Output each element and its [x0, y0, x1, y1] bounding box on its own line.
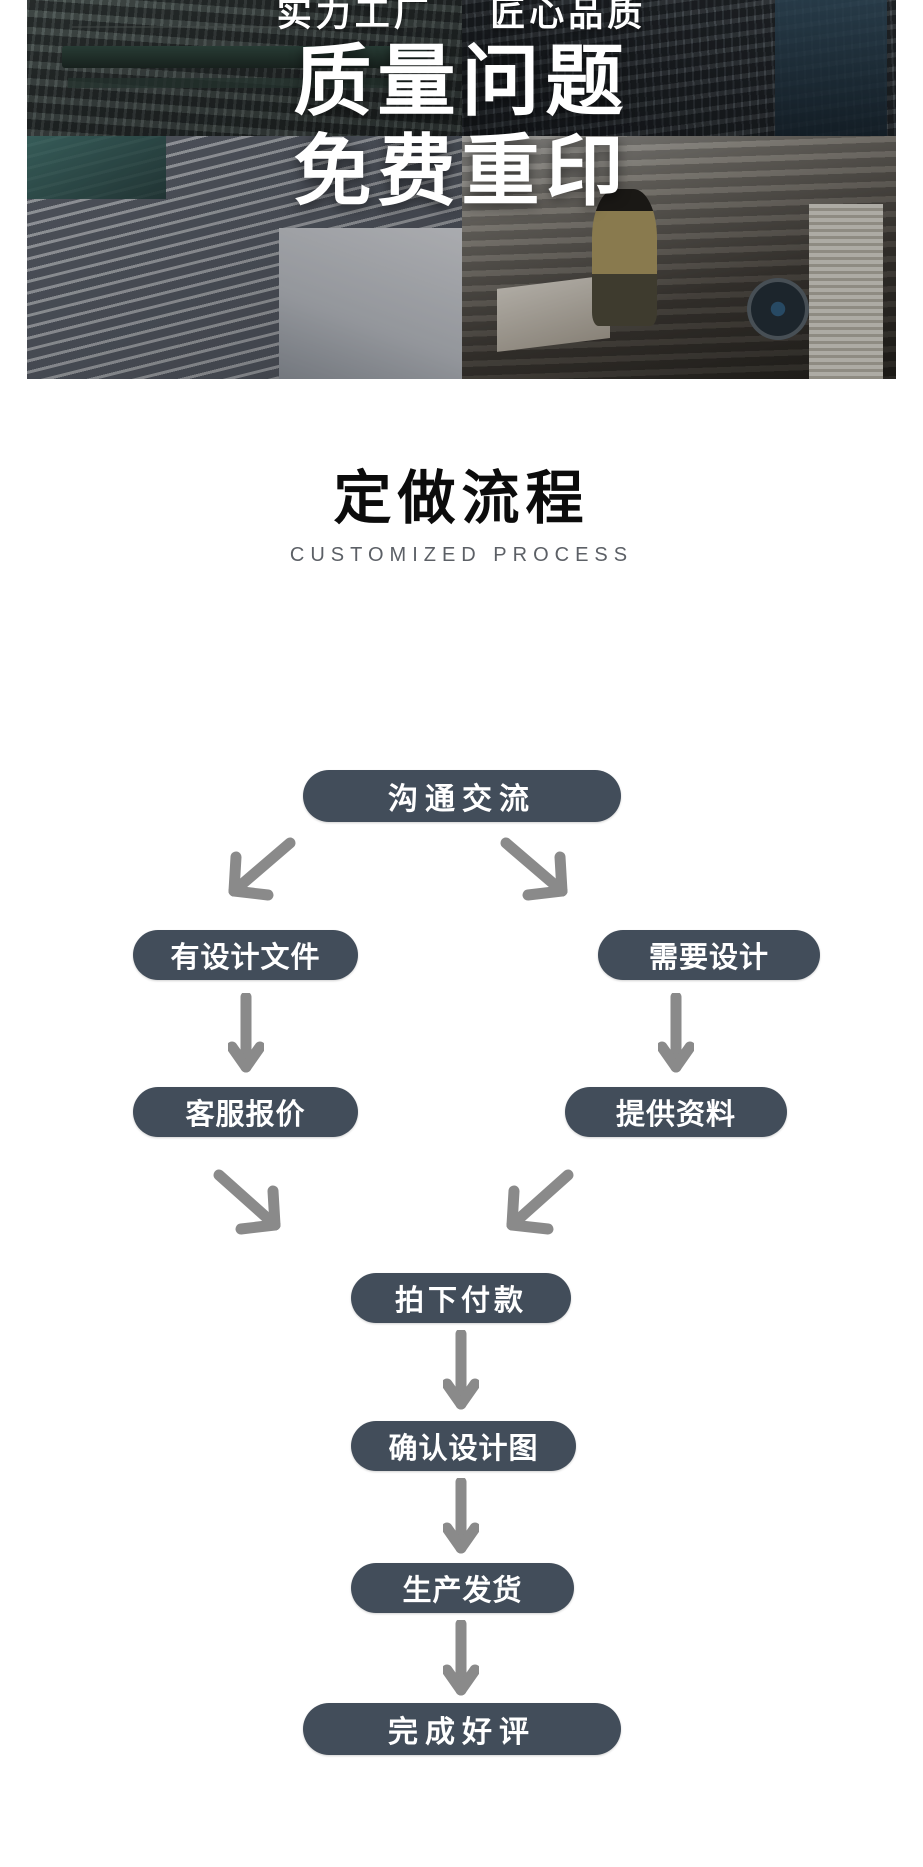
flow-arrow-communicate-to-need-design [494, 835, 584, 905]
photo-printing-press-rollers [27, 0, 462, 136]
hero-headline-line1: 质量问题 [293, 37, 630, 125]
flow-node-has-design-file[interactable]: 有设计文件 [133, 930, 358, 980]
hero-text-block: 实力工厂 匠心品质 质量问题 免费重印 [27, 0, 896, 379]
flow-arrow-communicate-to-has-design-file [212, 835, 302, 905]
hero-tagline: 实力工厂 匠心品质 [277, 0, 647, 37]
flow-arrow-has-design-file-to-service-quote [228, 993, 264, 1077]
flow-arrow-confirm-design-to-produce-ship [443, 1478, 479, 1558]
flow-node-place-order-pay[interactable]: 拍下付款 [351, 1273, 571, 1323]
paper-stack-right-shape [809, 204, 883, 379]
photo-machinery-dark-workshop [462, 0, 896, 136]
flow-node-provide-material[interactable]: 提供资料 [565, 1087, 787, 1137]
fan-icon [747, 278, 810, 341]
page-subtitle: CUSTOMIZED PROCESS [289, 544, 634, 566]
worker-silhouette [592, 189, 658, 326]
hero-tagline-left: 实力工厂 [276, 0, 433, 34]
flow-node-complete-review[interactable]: 完成好评 [303, 1703, 621, 1755]
hero-overlay-tint [27, 0, 896, 379]
flow-arrow-need-design-to-provide-material [658, 993, 694, 1077]
flow-arrow-provide-material-to-place-order-pay [490, 1165, 580, 1245]
flow-arrow-service-quote-to-place-order-pay [207, 1165, 297, 1245]
flow-node-service-quote[interactable]: 客服报价 [133, 1087, 358, 1137]
hero-photo-collage [27, 0, 896, 379]
flow-node-need-design[interactable]: 需要设计 [598, 930, 820, 980]
flow-arrow-place-order-pay-to-confirm-design [443, 1330, 479, 1414]
hero-headline-line2: 免费重印 [293, 127, 630, 216]
flow-node-communicate[interactable]: 沟通交流 [303, 770, 621, 822]
flow-node-confirm-design[interactable]: 确认设计图 [351, 1421, 576, 1471]
page-title: 定做流程 [333, 466, 590, 531]
photo-worker-handling-paper-stacks [462, 136, 896, 379]
flow-arrow-produce-ship-to-complete-review [443, 1620, 479, 1700]
photo-stacked-printed-sheets [27, 136, 462, 379]
hero-banner: 实力工厂 匠心品质 质量问题 免费重印 [27, 0, 896, 379]
hero-tagline-right: 匠心品质 [490, 0, 647, 34]
flow-node-produce-ship[interactable]: 生产发货 [351, 1563, 574, 1613]
section-header: 定做流程 CUSTOMIZED PROCESS [0, 470, 923, 567]
